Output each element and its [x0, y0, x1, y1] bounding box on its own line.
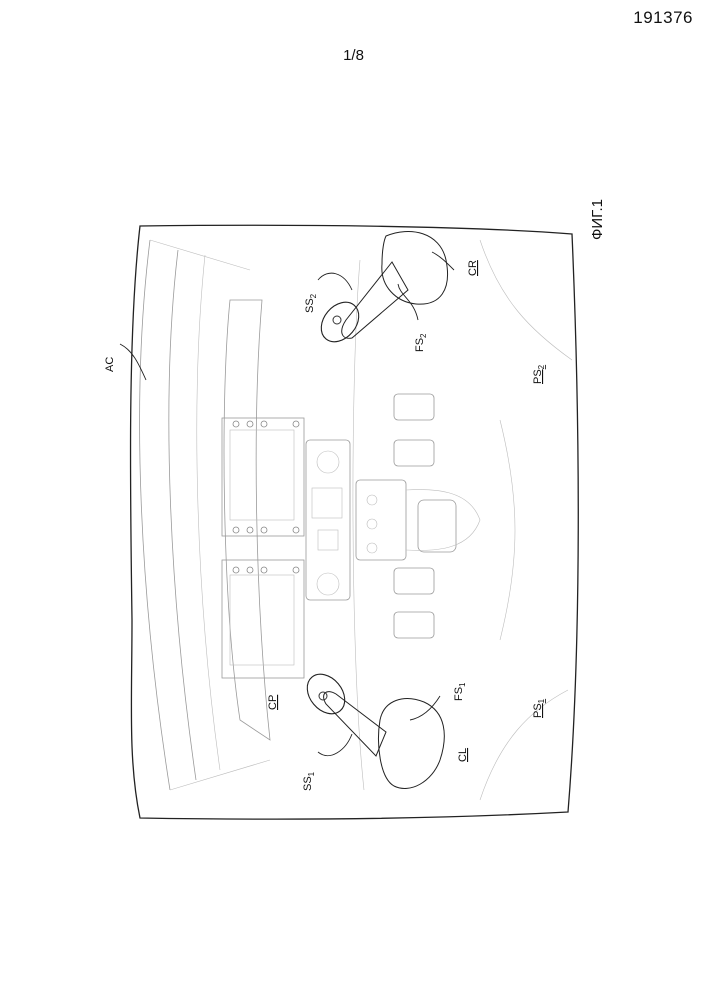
center-console [306, 440, 350, 600]
instrument-panel-upper [222, 418, 304, 536]
pedestal-knob-1 [367, 495, 377, 505]
figure-frame [130, 225, 578, 819]
cr-leader [432, 252, 454, 270]
cabin-floor-line [500, 420, 515, 640]
throttle-pedestal [356, 480, 406, 560]
pedestal-knob-2 [367, 519, 377, 529]
console-dial-upper [317, 451, 339, 473]
label-ss1: SS1 [302, 771, 316, 791]
label-fs2: FS2 [414, 333, 428, 352]
passenger-seats [394, 394, 434, 638]
figure-caption: ФИГ.1 [589, 199, 606, 240]
windshield-inner [169, 250, 196, 780]
label-ss2: SS2 [304, 293, 318, 313]
label-cr: CR [467, 260, 479, 276]
side-stick-1 [300, 667, 445, 789]
label-ps1: PS1 [532, 698, 546, 718]
console-display [312, 488, 342, 518]
label-cl: CL [457, 748, 469, 762]
windshield-frame [197, 255, 220, 770]
windshield-outline [140, 240, 170, 790]
label-ac: AC [104, 357, 116, 372]
cabin-line-right [480, 240, 572, 360]
cabin-line-left [480, 690, 568, 800]
pedestal-knob-3 [367, 543, 377, 553]
label-cp: CP [267, 695, 279, 710]
pedestal-base [406, 490, 480, 551]
pedestal-lever [418, 500, 456, 552]
display-screen-upper [230, 430, 294, 520]
windshield-post-top [150, 240, 250, 270]
label-ps2: PS2 [532, 364, 546, 384]
ac-leader [120, 344, 146, 380]
panel-knobs [233, 421, 299, 573]
windshield-post-bottom [170, 760, 270, 790]
ss1-leader [318, 734, 352, 756]
console-block [318, 530, 338, 550]
side-stick-2 [314, 231, 448, 349]
console-dial-lower [317, 573, 339, 595]
ss2-leader [318, 273, 352, 290]
label-fs1: FS1 [453, 682, 467, 701]
